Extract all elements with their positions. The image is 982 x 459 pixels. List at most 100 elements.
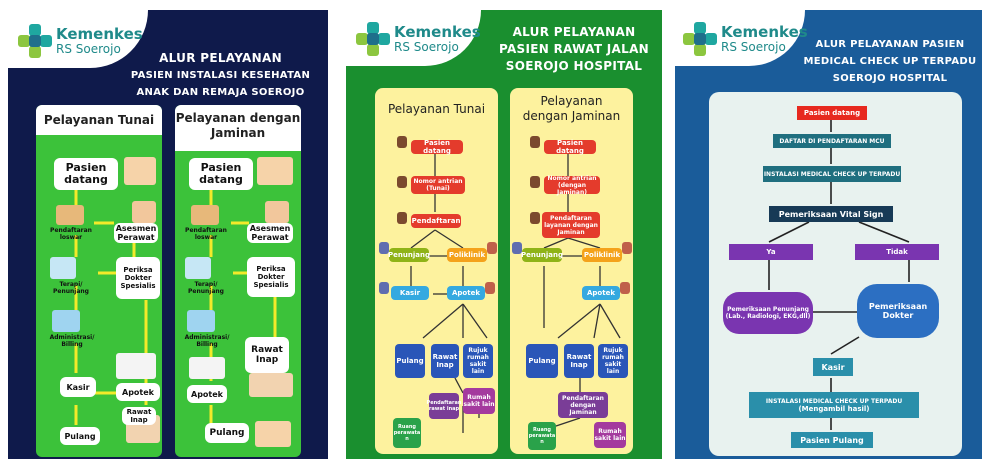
brand-sub: RS Soerojo bbox=[721, 40, 786, 54]
registration-icon bbox=[397, 212, 407, 224]
doctor-exam: Pemeriksaan Dokter bbox=[857, 284, 939, 338]
title-line: PASIEN RAWAT JALAN bbox=[498, 42, 650, 56]
nurse-icon bbox=[265, 201, 289, 223]
column-heading: Pelayanan dengan Jaminan bbox=[522, 94, 621, 123]
discharge: Pulang bbox=[526, 344, 558, 378]
inpatient-registration: Pendaftaran dengan Jaminan bbox=[558, 392, 608, 418]
pharmacy-icon bbox=[485, 282, 495, 294]
registration-label: Pendaftaran loswar bbox=[185, 227, 227, 241]
patient-arrives: Pasien datang bbox=[797, 106, 867, 120]
therapy-label: Terapi/ Penunjang bbox=[188, 281, 224, 295]
column-heading: Pelayanan Tunai bbox=[36, 105, 162, 135]
inpatient-bed-icon bbox=[249, 373, 293, 397]
registration: Pendaftaran layanan dengan Jaminan bbox=[542, 212, 600, 238]
support-service: Penunjang bbox=[521, 248, 563, 262]
registration-desk-icon bbox=[191, 205, 219, 225]
title-line: SOEROJO HOSPITAL bbox=[832, 73, 948, 84]
discharge: Pulang bbox=[205, 423, 249, 443]
doctor-icon bbox=[487, 242, 497, 254]
referral: Rujuk rumah sakit lain bbox=[598, 344, 628, 378]
discharge: Pulang bbox=[395, 344, 425, 378]
pharmacy: Apotek bbox=[116, 383, 160, 401]
billing-icon bbox=[187, 310, 215, 332]
panel-child-health: Kemenkes RS Soerojo ALUR PELAYANAN PASIE… bbox=[8, 10, 328, 459]
care-ward: Ruang perawata n bbox=[528, 422, 556, 450]
nurse-assessment: Asesmen Perawat bbox=[247, 223, 293, 243]
support-exam-title: Pemeriksaan Penunjang bbox=[727, 306, 809, 313]
panel-medical-checkup: Kemenkes RS Soerojo ALUR PELAYANAN PASIE… bbox=[675, 10, 982, 459]
inpatient: Rawat Inap bbox=[564, 344, 594, 378]
billing-label: Administrasi/ Billing bbox=[184, 334, 230, 348]
brand-block: Kemenkes RS Soerojo bbox=[721, 24, 808, 54]
inpatient: Rawat Inap bbox=[122, 407, 156, 425]
cashier: Kasir bbox=[60, 377, 96, 397]
no-branch: Tidak bbox=[855, 244, 939, 260]
patient-family-icon bbox=[124, 157, 156, 185]
therapy-icon bbox=[185, 257, 211, 279]
patient-icon bbox=[397, 136, 407, 148]
patient-arrives: Pasien datang bbox=[189, 158, 253, 190]
nurse-assessment: Asesmen Perawat bbox=[114, 223, 158, 243]
queue-number: Nomor antrian (dengan Jaminan) bbox=[544, 175, 600, 196]
brand-block: Kemenkes RS Soerojo bbox=[56, 26, 143, 56]
logo-area: Kemenkes RS Soerojo bbox=[675, 10, 808, 66]
therapy-icon bbox=[50, 257, 76, 279]
title-line: PASIEN INSTALASI KESEHATAN bbox=[130, 70, 311, 81]
pharmacy-icon bbox=[620, 282, 630, 294]
mcu-registration: DAFTAR DI PENDAFTARAN MCU bbox=[773, 134, 891, 148]
logo-area: Kemenkes RS Soerojo bbox=[346, 10, 481, 66]
title-line: MEDICAL CHECK UP TERPADU bbox=[803, 56, 977, 67]
specialist-exam-label: Periksa Dokter Spesialis bbox=[253, 265, 289, 289]
cash-service-column: Pelayanan Tunai Pasien datang Nomor antr… bbox=[375, 88, 498, 454]
queue-icon bbox=[397, 176, 407, 188]
cashier: Kasir bbox=[813, 358, 853, 376]
kemenkes-logo-icon bbox=[683, 22, 717, 56]
logo-area: Kemenkes RS Soerojo bbox=[8, 10, 148, 68]
queue-number: Nomor antrian (Tunai) bbox=[411, 176, 465, 194]
specialist-exam-label: Periksa Dokter Spesialis bbox=[120, 266, 156, 290]
brand-name: Kemenkes bbox=[721, 23, 808, 41]
family-icon bbox=[255, 421, 291, 447]
patient-arrives: Pasien datang bbox=[544, 139, 596, 155]
queue-icon bbox=[530, 176, 540, 188]
polyclinic: Poliklinik bbox=[582, 248, 622, 262]
registration-desk-icon bbox=[56, 205, 84, 225]
cash-service-column: Pelayanan Tunai Pasien datang Pendaftara… bbox=[36, 105, 162, 457]
title-line: ALUR PELAYANAN bbox=[512, 25, 636, 39]
title-line: ALUR PELAYANAN bbox=[159, 51, 282, 65]
title-line: ALUR PELAYANAN PASIEN bbox=[815, 39, 965, 50]
inpatient-registration: Pendaftaran rawat inap bbox=[427, 393, 461, 419]
insurance-service-column: Pelayanan dengan Jaminan Pasien datang P… bbox=[175, 105, 301, 457]
flow-arrows bbox=[410, 154, 488, 433]
discharge: Pulang bbox=[60, 427, 100, 445]
mcu-installation: INSTALASI MEDICAL CHECK UP TERPADU bbox=[763, 166, 901, 182]
billing-label: Administrasi/ Billing bbox=[49, 334, 95, 348]
patient-arrives: Pasien datang bbox=[54, 158, 118, 190]
brand-name: Kemenkes bbox=[394, 23, 481, 41]
kemenkes-logo-icon bbox=[356, 22, 390, 56]
flow-arrows bbox=[768, 118, 910, 430]
specialist-exam: Periksa Dokter Spesialis bbox=[247, 257, 295, 297]
patient-icon bbox=[530, 136, 540, 148]
registration-icon bbox=[530, 212, 540, 224]
yes-branch: Ya bbox=[729, 244, 813, 260]
brand-block: Kemenkes RS Soerojo bbox=[394, 24, 481, 54]
inpatient: Rawat Inap bbox=[431, 344, 459, 378]
doctor-icon bbox=[622, 242, 632, 254]
patient-arrives: Pasien datang bbox=[411, 139, 463, 155]
pharmacy: Apotek bbox=[582, 286, 620, 300]
other-hospital: Rumah sakit lain bbox=[594, 422, 626, 448]
vital-sign-exam: Pemeriksaan Vital Sign bbox=[769, 206, 893, 222]
collect-results: INSTALASI MEDICAL CHECK UP TERPADU (Meng… bbox=[749, 392, 919, 418]
flow-arrows bbox=[543, 154, 621, 429]
mcu-flowchart: Pasien datang DAFTAR DI PENDAFTARAN MCU … bbox=[709, 92, 962, 456]
cashier: Kasir bbox=[391, 286, 429, 300]
patient-family-icon bbox=[257, 157, 293, 185]
support-exam-detail: (Lab., Radiologi, EKG,dll) bbox=[725, 313, 811, 320]
panel-outpatient: Kemenkes RS Soerojo ALUR PELAYANAN PASIE… bbox=[346, 10, 662, 459]
pharmacy-icon bbox=[116, 353, 156, 379]
lab-icon bbox=[379, 242, 389, 254]
therapy-label: Terapi/ Penunjang bbox=[53, 281, 89, 295]
registration-label: Pendaftaran loswar bbox=[50, 227, 92, 241]
kemenkes-logo-icon bbox=[18, 24, 52, 58]
